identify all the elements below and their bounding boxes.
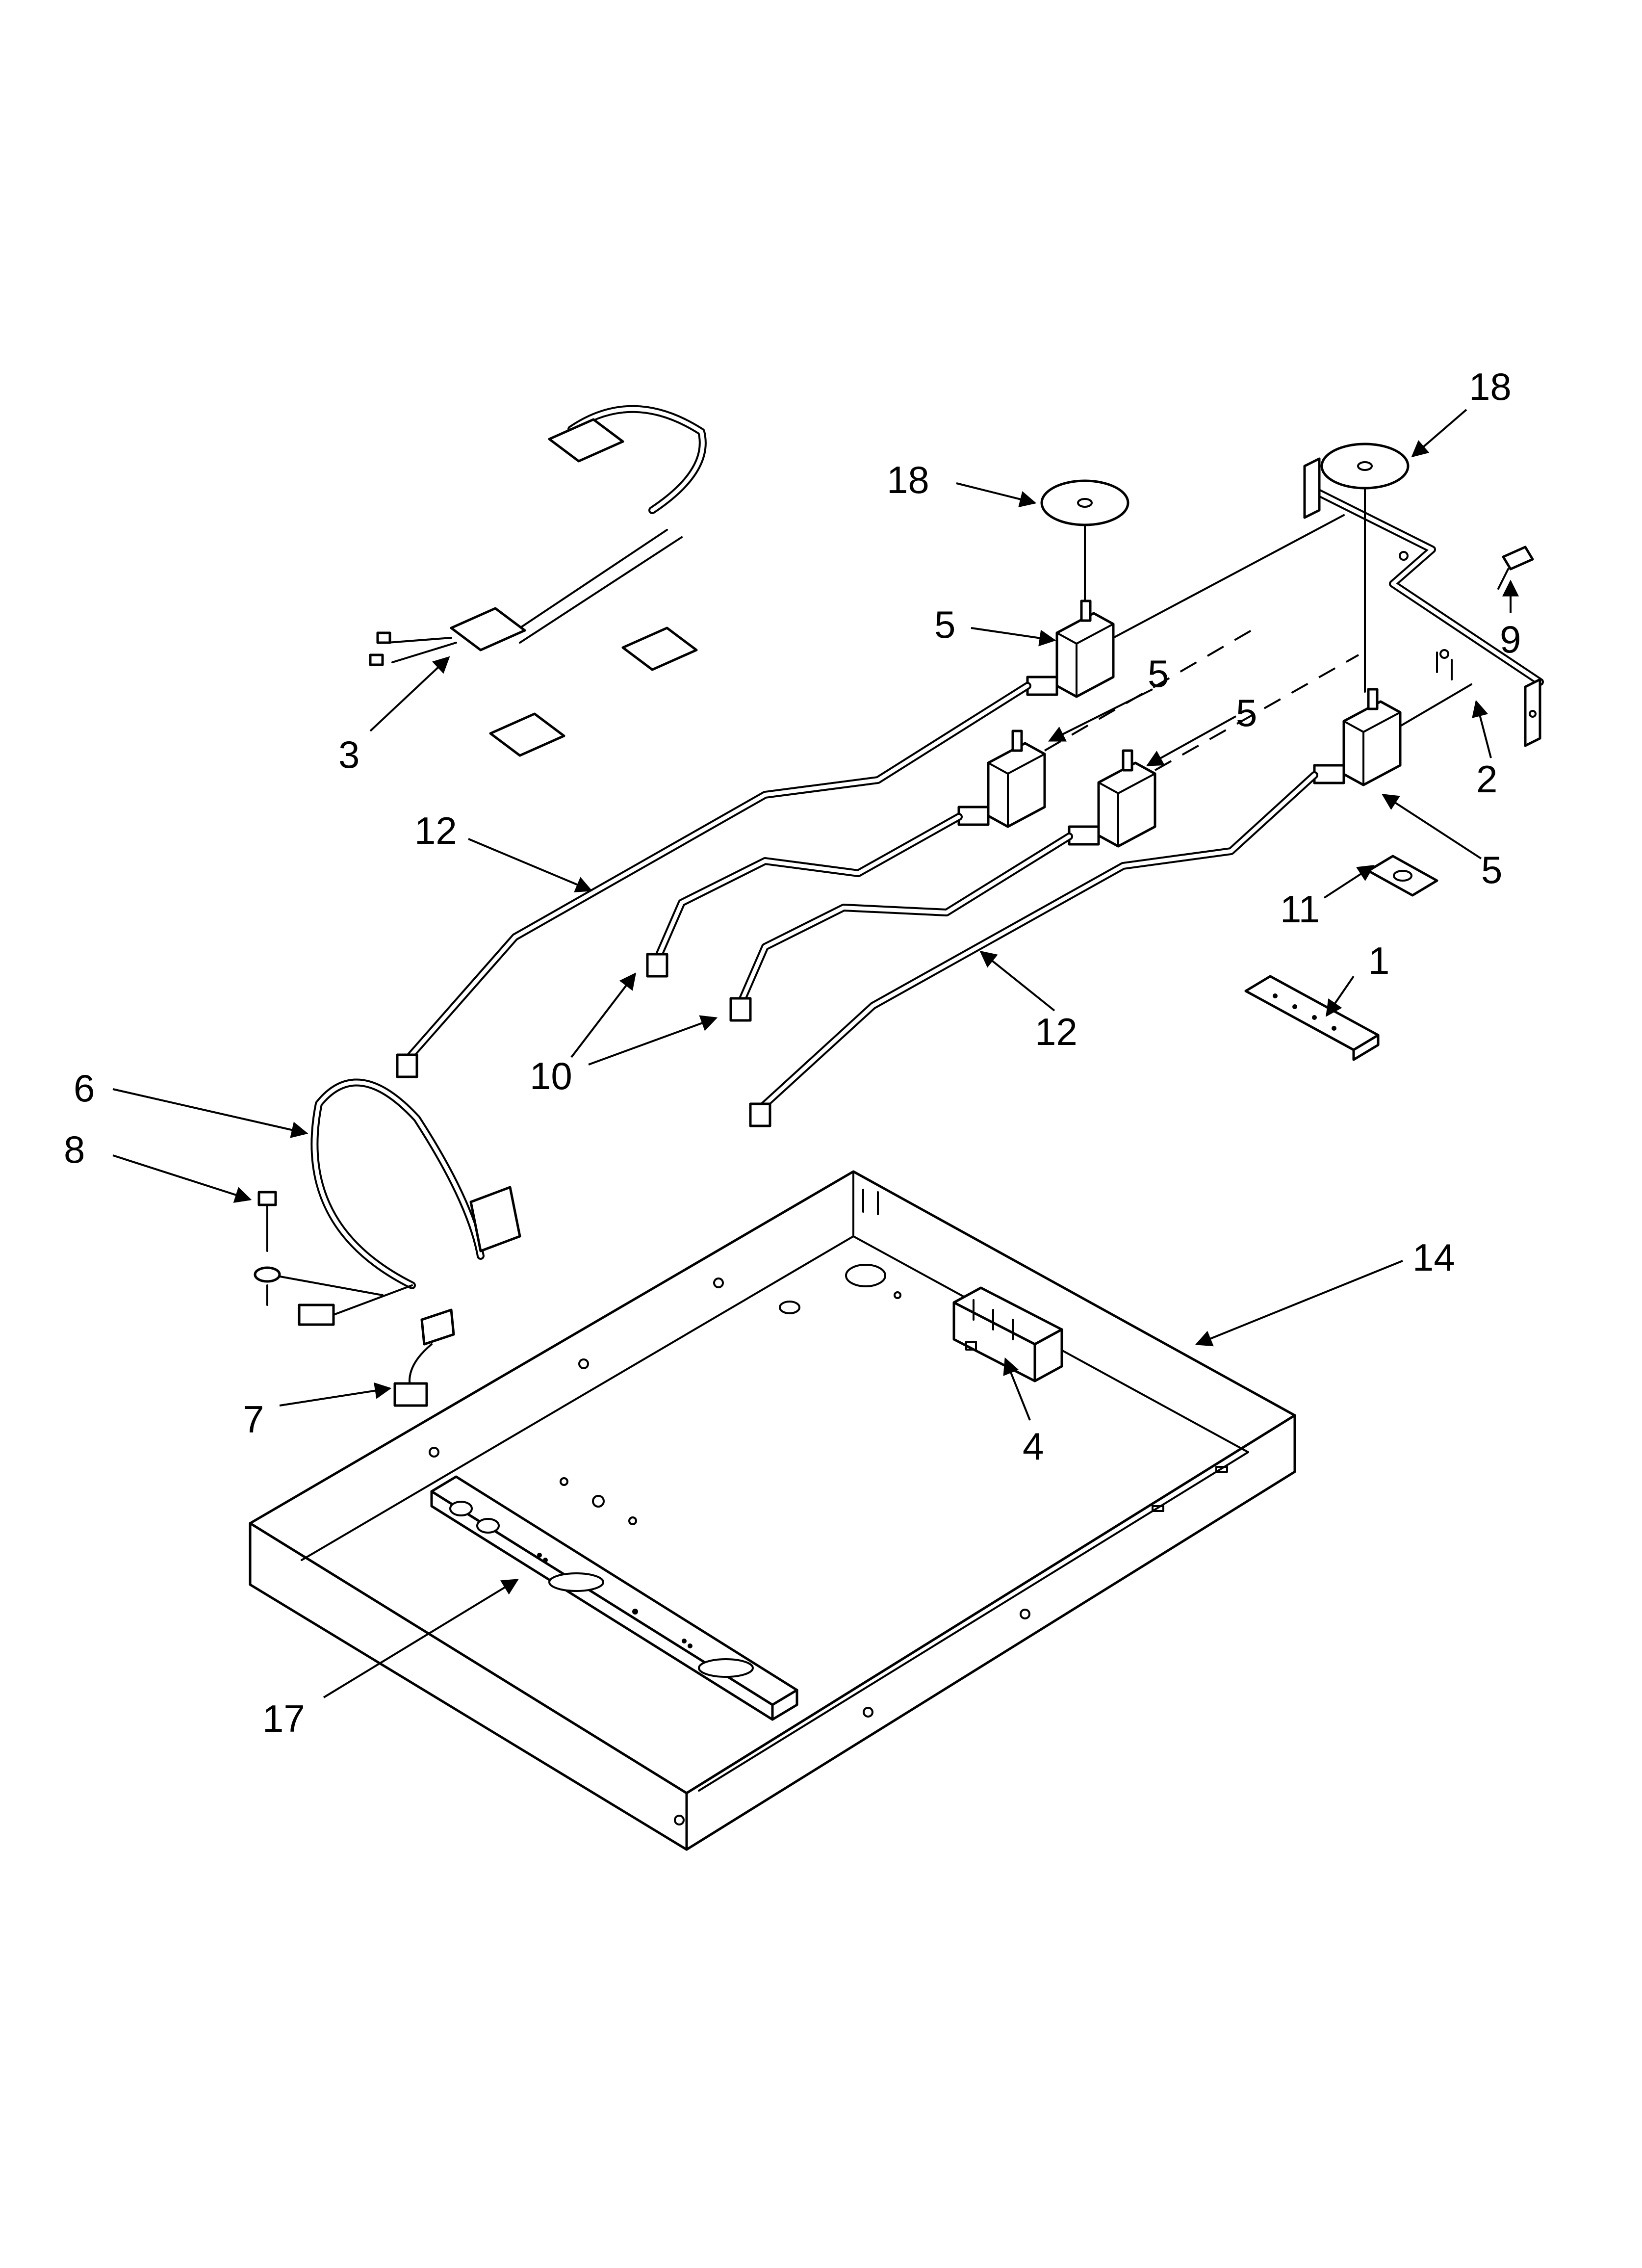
gas-tube-right-inner — [729, 833, 1073, 1022]
leader-8 — [112, 1154, 252, 1203]
leader-2 — [1472, 700, 1492, 758]
leader-5c — [1146, 715, 1236, 766]
leader-12b — [979, 950, 1055, 1012]
gas-tube-right-outer — [749, 771, 1318, 1127]
callout-4: 4 — [1023, 1425, 1044, 1468]
callout-5a: 5 — [934, 603, 955, 646]
callout-17: 17 — [262, 1697, 305, 1740]
callout-10: 10 — [530, 1054, 572, 1097]
leader-12a — [468, 838, 593, 892]
valve-3 — [1068, 749, 1156, 848]
callout-9: 9 — [1500, 618, 1521, 661]
control-bracket — [430, 1475, 798, 1721]
leader-4 — [1003, 1357, 1031, 1421]
igniter-harness — [369, 405, 707, 757]
burner-box — [249, 1170, 1296, 1851]
callout-leaders — [112, 409, 1519, 1698]
callout-5c: 5 — [1236, 691, 1257, 734]
burner-cap-right — [1320, 443, 1410, 693]
callout-labels: 18 18 9 5 5 5 5 3 2 12 12 11 1 10 6 8 14… — [64, 365, 1521, 1740]
leader-14 — [1195, 1260, 1403, 1347]
callout-7: 7 — [243, 1398, 264, 1441]
callout-18a: 18 — [887, 458, 929, 501]
ground-screw — [257, 1191, 277, 1306]
callout-6: 6 — [74, 1067, 95, 1110]
callout-5b: 5 — [1148, 652, 1169, 695]
leader-6 — [112, 1088, 308, 1138]
manifold-pipe — [1303, 457, 1544, 747]
callout-2: 2 — [1476, 757, 1497, 801]
callout-11: 11 — [1280, 887, 1320, 931]
callout-14: 14 — [1412, 1236, 1455, 1279]
screw — [1497, 546, 1534, 590]
callout-3: 3 — [338, 733, 359, 776]
callout-8: 8 — [64, 1128, 85, 1171]
leader-3 — [369, 656, 450, 732]
valve-1 — [1026, 600, 1115, 698]
leader-11 — [1323, 865, 1375, 899]
valve-2 — [957, 730, 1046, 828]
leader-5d — [1382, 794, 1482, 860]
mounting-bracket — [1244, 975, 1380, 1061]
leader-18b — [1411, 409, 1467, 458]
leader-10b — [588, 1015, 718, 1066]
callout-12a: 12 — [414, 809, 457, 852]
callout-5d: 5 — [1481, 848, 1502, 891]
power-cord — [254, 1078, 521, 1326]
leader-1 — [1326, 975, 1355, 1017]
leader-18a — [956, 482, 1037, 508]
leader-10a — [570, 972, 637, 1058]
leader-17 — [323, 1579, 519, 1698]
leader-5b — [1048, 688, 1153, 742]
gas-tube-left-inner — [646, 813, 963, 978]
valve-4 — [1313, 688, 1402, 786]
callout-1: 1 — [1368, 939, 1389, 982]
leader-5a — [971, 627, 1056, 647]
wire-connector — [393, 1308, 455, 1407]
callout-18b: 18 — [1469, 365, 1512, 408]
burner-cap-left — [1040, 479, 1129, 609]
gas-tube-left-outer — [396, 682, 1031, 1078]
gasket — [1367, 855, 1438, 897]
leader-7 — [279, 1382, 392, 1407]
callout-12b: 12 — [1035, 1010, 1078, 1053]
